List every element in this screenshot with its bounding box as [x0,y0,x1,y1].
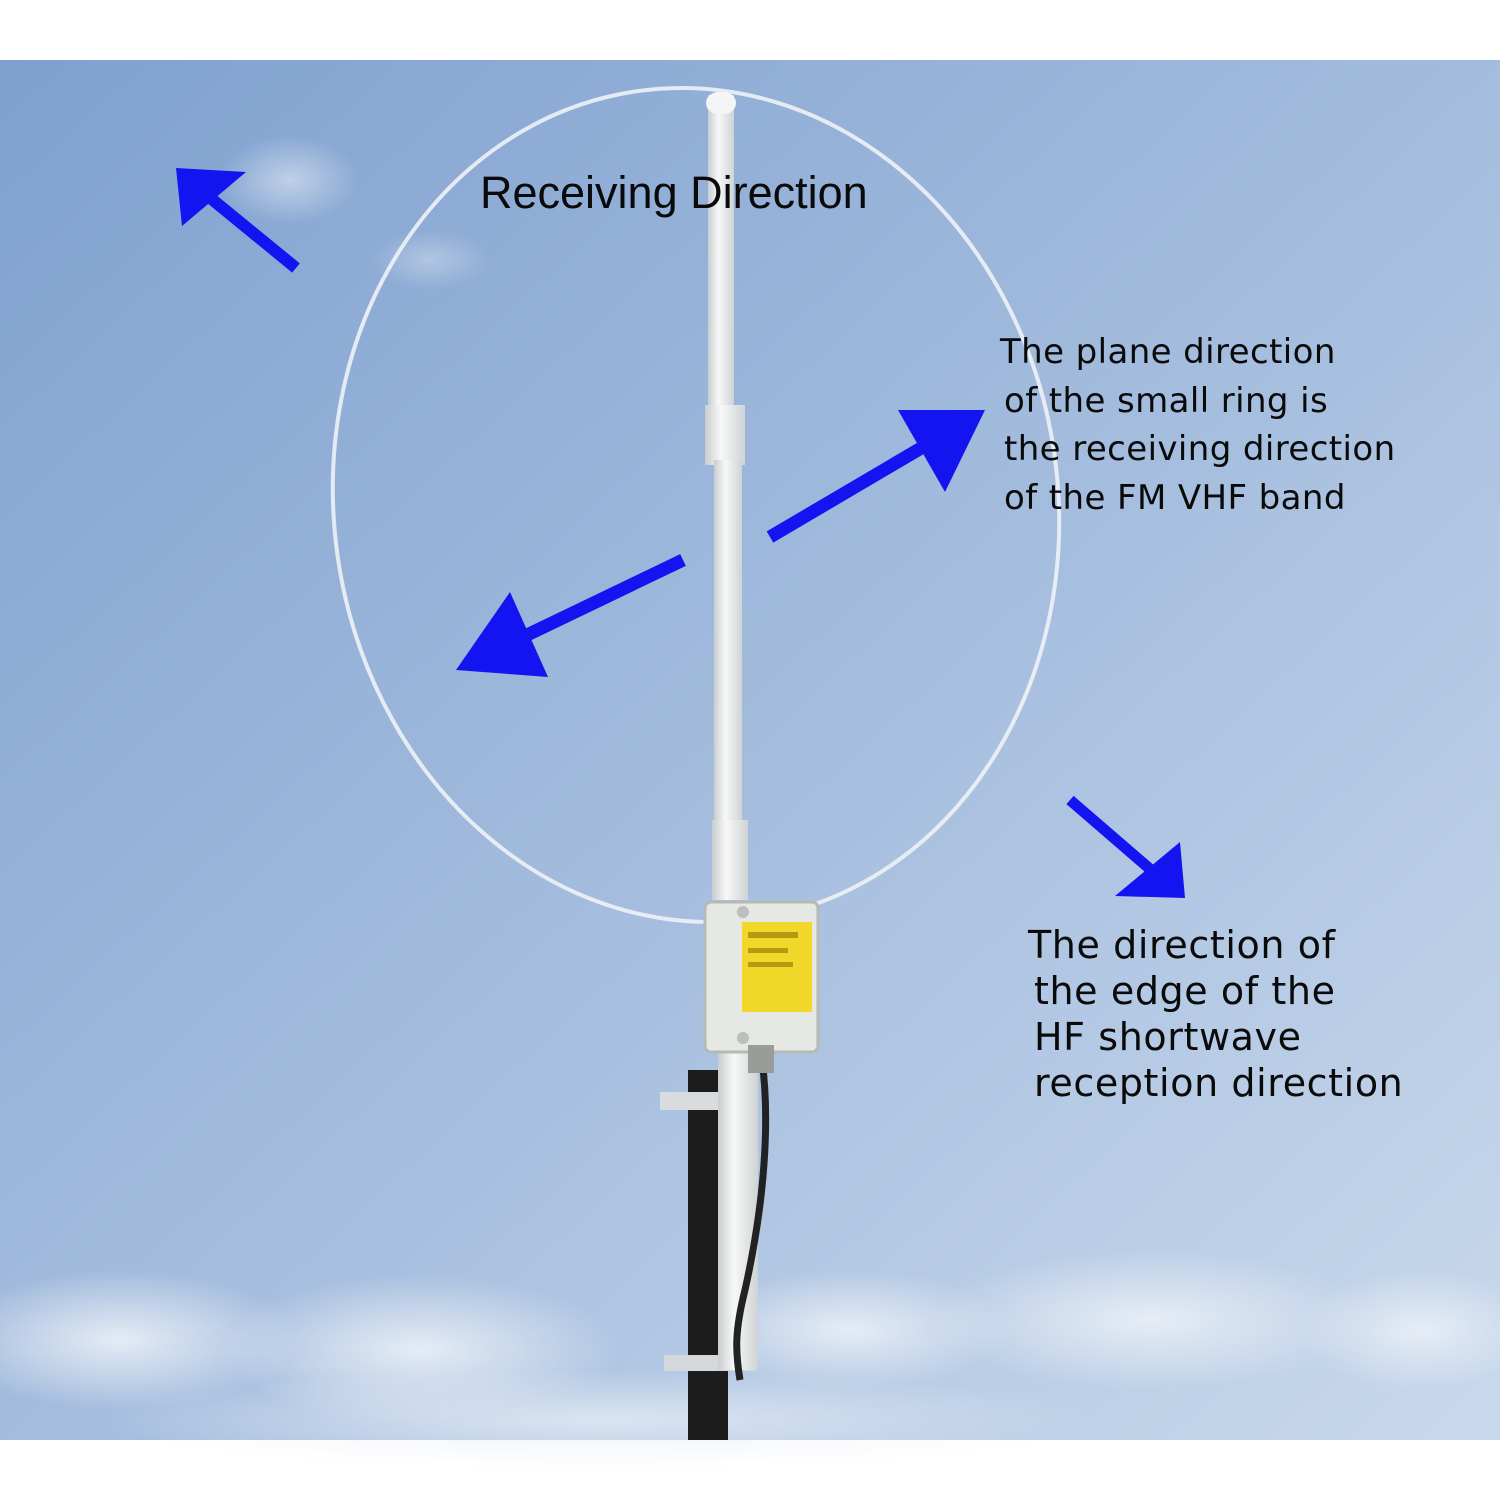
vhf-caption-line: of the FM VHF band [1004,477,1346,518]
vhf-plane-caption: The plane direction of the small ring is… [1000,328,1396,522]
junction-box [703,900,820,1073]
arrow-down-left-icon [456,554,686,677]
vhf-caption-line: of the small ring is [1004,380,1329,421]
hf-caption-line: the edge of the [1034,969,1336,1013]
hf-caption-line: reception direction [1034,1061,1404,1105]
clouds [0,135,1500,1470]
vhf-caption-line: the receiving direction [1004,429,1396,469]
hf-edge-caption: The direction of the edge of the HF shor… [1028,922,1403,1106]
hf-caption-line: The direction of [1028,923,1336,967]
coax-cable [733,1059,770,1381]
antenna-mast [705,92,758,1370]
arrow-up-left-icon [176,168,300,273]
arrow-up-right-icon [766,410,985,543]
receiving-direction-caption: Receiving Direction [480,167,868,218]
vhf-caption-line: The plane direction [1000,332,1336,372]
hf-caption-line: HF shortwave [1034,1015,1302,1059]
arrow-down-right-icon [1066,795,1185,898]
